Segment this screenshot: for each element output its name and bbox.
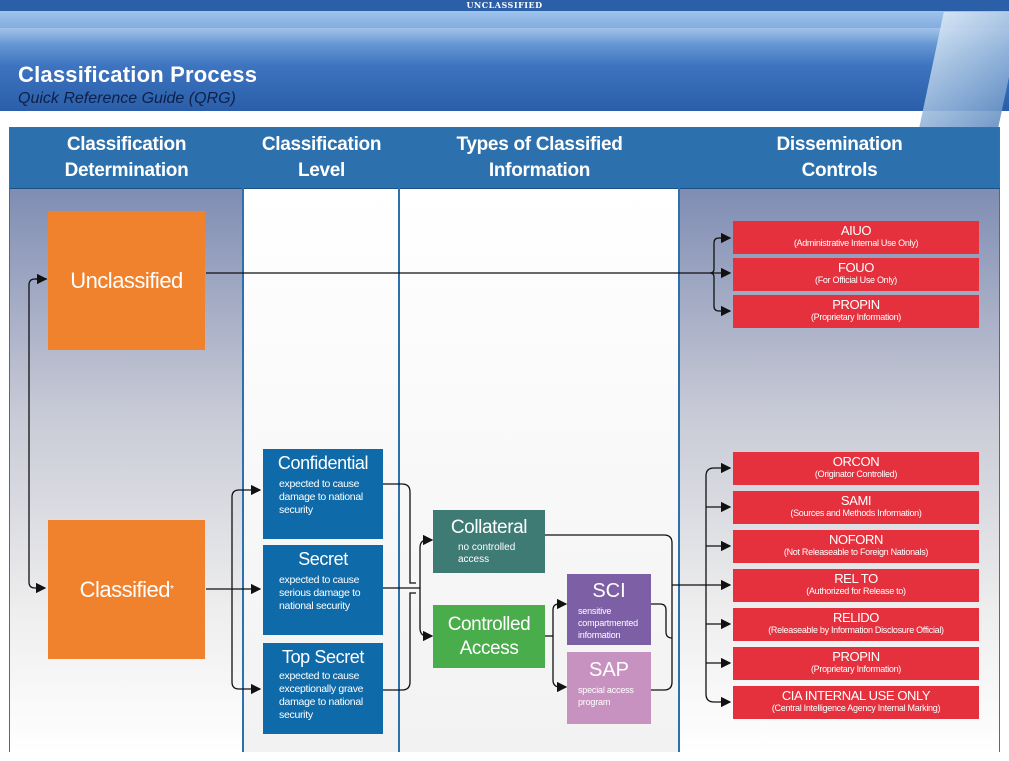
type-sci: SCI sensitive compartmented information [567,574,651,645]
page-subtitle: Quick Reference Guide (QRG) [18,90,236,107]
level-secret-title: Secret [298,549,348,569]
header-level-line1: Classification [261,134,382,155]
control-relido-title: RELIDO [832,610,879,625]
level-top-secret-desc-3: damage to national [279,696,363,708]
control-rel-to-desc: (Authorized for Release to) [806,586,906,596]
control-cia-internal-title: CIA INTERNAL USE ONLY [781,688,931,703]
sap-desc-2: program [578,697,611,707]
sap-title: SAP [588,659,630,681]
level-confidential-desc-3: security [279,504,313,516]
level-top-secret-desc-2: exceptionally grave [279,683,364,695]
control-propin-unclassified-title: PROPIN [832,297,880,312]
control-orcon-desc: (Originator Controlled) [814,469,898,479]
header-controls-line1: Dissemination [776,134,903,155]
control-propin-classified-desc: (Proprietary Information) [810,664,902,674]
control-noforn: NOFORN (Not Releaseable to Foreign Natio… [733,530,979,563]
header-types-line2: Information [488,160,591,181]
level-top-secret-desc-1: expected to cause [279,670,360,682]
header-types-line1: Types of Classified [456,134,623,155]
control-rel-to-title: REL TO [834,571,878,586]
control-propin-unclassified-desc: (Proprietary Information) [810,312,902,322]
sci-desc-1: sensitive [578,606,612,616]
column-divider-2 [398,128,400,752]
level-confidential: Confidential expected to cause damage to… [263,449,383,539]
sci-title: SCI [592,580,626,602]
type-sap: SAP special access program [567,652,651,724]
classified-label: Classified [79,576,171,602]
control-orcon-title: ORCON [832,454,880,469]
control-fouo-title: FOUO [838,260,874,275]
control-aiuo: AIUO (Administrative Internal Use Only) [733,221,979,254]
collateral-desc-1: no controlled [458,542,516,553]
header-controls-line2: Controls [801,160,878,181]
control-propin-classified: PROPIN (Proprietary Information) [733,647,979,680]
level-confidential-desc-1: expected to cause [279,478,360,490]
sap-desc-1: special access [578,685,634,695]
level-confidential-desc-2: damage to national [279,491,363,503]
control-orcon: ORCON (Originator Controlled) [733,452,979,485]
control-cia-internal-desc: (Central Intelligence Agency Internal Ma… [771,703,941,713]
control-relido: RELIDO (Releaseable by Information Discl… [733,608,979,641]
control-fouo-desc: (For Official Use Only) [815,275,897,285]
level-top-secret-desc-4: security [279,709,313,721]
header-banner [0,11,1009,111]
collateral-title: Collateral [450,517,528,538]
control-noforn-desc: (Not Releaseable to Foreign Nationals) [783,547,929,557]
column-divider-1 [242,128,244,752]
control-propin-classified-title: PROPIN [832,649,880,664]
control-cia-internal: CIA INTERNAL USE ONLY (Central Intellige… [733,686,979,719]
control-sami-title: SAMI [840,493,872,508]
sci-desc-3: information [578,630,621,640]
level-top-secret-title: Top Secret [281,647,365,667]
header-determination-line1: Classification [66,134,187,155]
level-secret-desc-1: expected to cause [279,574,360,586]
level-secret-desc-2: serious damage to [279,587,361,599]
banner-stripe [0,28,1009,44]
control-relido-desc: (Releaseable by Information Disclosure O… [768,625,944,635]
level-top-secret: Top Secret expected to cause exceptional… [263,643,383,734]
control-sami: SAMI (Sources and Methods Information) [733,491,979,524]
control-propin-unclassified: PROPIN (Proprietary Information) [733,295,979,328]
controlled-access-title-1: Controlled [447,614,531,635]
classified-box: Classified* [48,520,205,659]
column-divider-3 [678,128,680,752]
control-aiuo-title: AIUO [840,223,872,238]
classified-footnote-mark: * [169,584,174,595]
control-noforn-title: NOFORN [829,532,883,547]
header-level-line2: Level [297,160,346,181]
header-determination-line2: Determination [64,160,189,181]
level-confidential-title: Confidential [277,453,369,473]
page-title: Classification Process [18,62,258,87]
collateral-desc-2: access [458,554,490,565]
control-aiuo-desc: (Administrative Internal Use Only) [793,238,919,248]
unclassified-box: Unclassified [48,211,205,350]
sci-desc-2: compartmented [578,618,638,628]
controlled-access-title-2: Access [459,638,519,659]
level-secret-desc-3: national security [279,600,350,612]
type-collateral: Collateral no controlled access [433,510,545,573]
control-rel-to: REL TO (Authorized for Release to) [733,569,979,602]
control-fouo: FOUO (For Official Use Only) [733,258,979,291]
unclassified-label: Unclassified [70,267,183,293]
type-controlled-access: Controlled Access [433,605,545,668]
control-sami-desc: (Sources and Methods Information) [790,508,922,518]
level-secret: Secret expected to cause serious damage … [263,545,383,635]
classification-marking: UNCLASSIFIED [0,0,1009,11]
header-divider [10,188,1000,189]
